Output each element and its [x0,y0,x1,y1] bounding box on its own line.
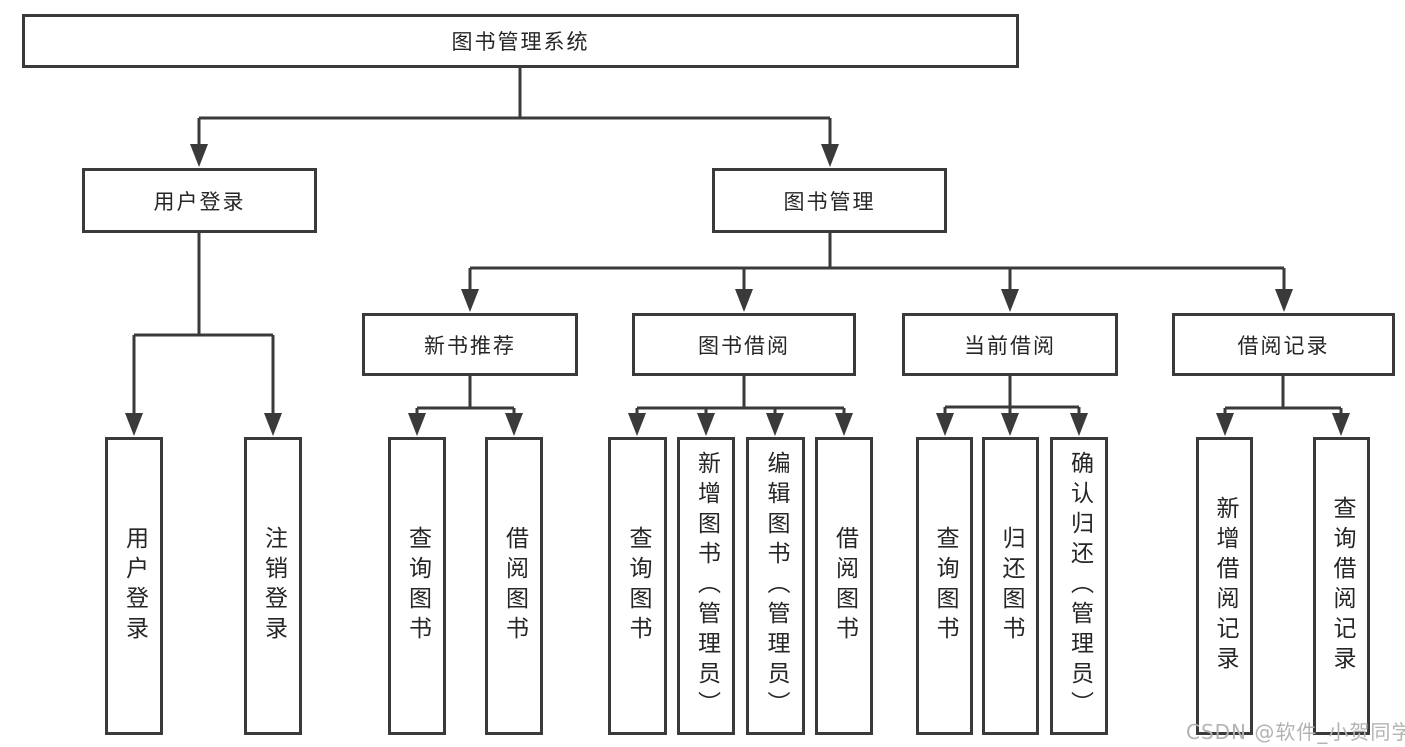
arrow-down-icon [1001,413,1019,436]
connector-current-borrow-to-leaves [936,376,1088,436]
watermark: CSDN @软件_小贺同学 [1186,716,1405,745]
leaf-borrow-add-books-admin-label: 新增图书（管理员） [693,451,720,721]
leaf-newbook-borrow-books-label: 借阅图书 [501,526,528,646]
arrow-down-icon [936,413,954,436]
node-book-management-label: 图书管理 [783,189,876,214]
leaf-records-add-borrow-record: 新增借阅记录 [1196,437,1253,735]
arrow-down-icon [1001,289,1019,312]
leaf-current-query-books-label: 查询图书 [932,526,958,646]
leaf-borrow-query-books-label: 查询图书 [625,526,651,646]
node-new-book-recommend: 新书推荐 [362,313,578,376]
arrow-down-icon [835,413,853,436]
connector-root-to-level2 [190,68,839,167]
node-user-login: 用户登录 [82,168,317,233]
leaf-borrow-borrow-books-label: 借阅图书 [831,526,858,646]
node-user-login-label: 用户登录 [153,189,246,214]
leaf-borrow-query-books: 查询图书 [608,437,667,735]
leaf-newbook-query-books-label: 查询图书 [404,526,431,646]
node-current-borrow: 当前借阅 [902,313,1118,376]
leaf-current-return-books-label: 归还图书 [998,526,1024,646]
leaf-logout-login-label: 注销登录 [260,526,287,646]
leaf-borrow-edit-books-admin: 编辑图书（管理员） [746,437,805,735]
leaf-borrow-borrow-books: 借阅图书 [815,437,873,735]
leaf-current-return-books: 归还图书 [982,437,1039,735]
leaf-borrow-add-books-admin: 新增图书（管理员） [677,437,735,735]
connector-new-book-to-leaves [408,376,523,436]
arrow-down-icon [821,144,839,167]
leaf-current-confirm-return-admin-label: 确认归还（管理员） [1066,451,1093,721]
arrow-down-icon [697,413,715,436]
arrow-down-icon [1216,413,1234,436]
arrow-down-icon [461,289,479,312]
arrow-down-icon [125,413,143,436]
node-root-label: 图书管理系统 [451,30,590,54]
arrow-down-icon [408,413,426,436]
arrow-down-icon [1070,413,1088,436]
leaf-user-login-label: 用户登录 [121,526,148,646]
leaf-current-confirm-return-admin: 确认归还（管理员） [1050,437,1108,735]
leaf-current-query-books: 查询图书 [916,437,973,735]
leaf-records-query-borrow-record: 查询借阅记录 [1313,437,1370,735]
connector-user-login-to-leaves [125,233,282,436]
node-borrow-records-label: 借阅记录 [1237,333,1330,358]
node-current-borrow-label: 当前借阅 [964,333,1056,358]
leaf-newbook-query-books: 查询图书 [388,437,446,735]
arrow-down-icon [505,413,523,436]
leaf-records-query-borrow-record-label: 查询借阅记录 [1329,496,1355,676]
leaf-borrow-edit-books-admin-label: 编辑图书（管理员） [763,451,789,721]
node-borrow-records: 借阅记录 [1172,313,1395,376]
leaf-newbook-borrow-books: 借阅图书 [485,437,543,735]
connector-book-mgmt-to-subbranches [461,233,1293,312]
leaf-user-login: 用户登录 [105,437,163,735]
arrow-down-icon [735,289,753,312]
connector-book-borrow-to-leaves [628,376,853,436]
node-new-book-recommend-label: 新书推荐 [424,333,516,358]
node-book-borrow: 图书借阅 [632,313,856,376]
watermark-text: CSDN @软件_小贺同学 [1186,720,1405,744]
leaf-records-add-borrow-record-label: 新增借阅记录 [1212,496,1238,676]
connector-borrow-records-to-leaves [1216,376,1350,436]
arrow-down-icon [1332,413,1350,436]
arrow-down-icon [766,413,784,436]
arrow-down-icon [628,413,646,436]
arrow-down-icon [264,413,282,436]
node-root: 图书管理系统 [22,14,1019,68]
leaf-logout-login: 注销登录 [244,437,302,735]
node-book-borrow-label: 图书借阅 [698,333,790,358]
node-book-management: 图书管理 [712,168,947,233]
arrow-down-icon [1275,289,1293,312]
arrow-down-icon [190,144,208,167]
